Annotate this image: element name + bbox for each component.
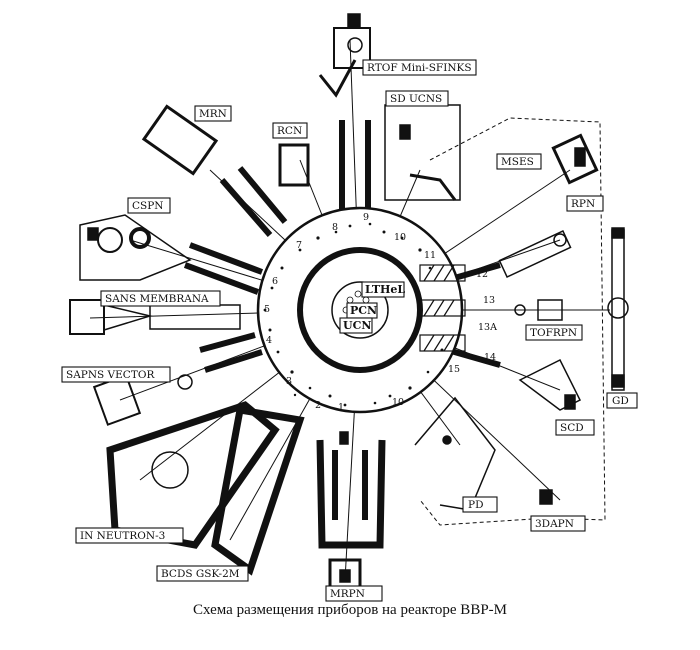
- label-sans-membrana: SANS MEMBRANA: [105, 293, 209, 305]
- mrn-label-box: [194, 105, 232, 122]
- large-shields: [106, 401, 386, 576]
- tofrpn-label-box: [525, 324, 583, 341]
- ucn-label-box: [339, 317, 373, 334]
- hatched-blocks: [419, 264, 466, 352]
- cspn-label-box: [127, 197, 171, 214]
- channel-number: 5: [264, 304, 270, 315]
- label-cspn: CSPN: [132, 200, 163, 212]
- lthel-label-box: [361, 281, 405, 298]
- rcn-label-box: [272, 122, 308, 139]
- label-rcn: RCN: [277, 125, 302, 137]
- channel-numbers: 1 2 3 4 5 6 7 8 9 10 10 11 12 13 13A 14 …: [264, 212, 497, 413]
- rpn-label-box: [566, 195, 604, 212]
- channel-number: 4: [266, 335, 272, 346]
- label-lthel: LTHeL: [365, 283, 405, 296]
- label-ucn: UCN: [343, 319, 371, 332]
- label-tofrpn: TOFRPN: [530, 327, 577, 339]
- concrete-stipple: [263, 222, 444, 407]
- label-bcds: BCDS GSK-2M: [161, 568, 240, 580]
- channel-number: 7: [296, 240, 302, 251]
- sapns-label-box: [61, 366, 171, 383]
- label-rpn: RPN: [571, 198, 595, 210]
- channel-number: 1: [338, 402, 344, 413]
- label-sapns-vector: SAPNS VECTOR: [66, 369, 155, 381]
- gd-label-box: [606, 392, 638, 409]
- instrument-shapes: [69, 13, 629, 590]
- core-labels: LTHeL PCN UCN: [339, 281, 405, 334]
- channel-number: 9: [363, 212, 369, 223]
- channel-number: 11: [424, 250, 436, 261]
- dashed-enclosure: [419, 117, 606, 526]
- channel-number: 10: [392, 397, 404, 408]
- label-mrn: MRN: [199, 108, 227, 120]
- instrument-labels: RTOF Mini-SFINKS SD UCNS MRN RCN MSES CS…: [61, 59, 638, 602]
- bcds-label-box: [156, 565, 249, 582]
- sd-ucns-label-box: [385, 90, 449, 107]
- label-in-neutron: IN NEUTRON-3: [80, 530, 165, 542]
- label-mrpn: MRPN: [330, 588, 365, 600]
- label-gd: GD: [612, 395, 629, 407]
- label-3dapn: 3DAPN: [535, 518, 574, 530]
- label-mses: MSES: [501, 156, 534, 168]
- label-rtof: RTOF Mini-SFINKS: [367, 62, 472, 74]
- label-sd-ucns: SD UCNS: [390, 93, 442, 105]
- channel-number: 10: [394, 232, 406, 243]
- channel-number: 13A: [478, 322, 497, 333]
- channel-number: 8: [332, 222, 338, 233]
- rtof-label-box: [362, 59, 477, 76]
- channel-number: 13: [483, 295, 495, 306]
- diagram-caption: Схема размещения приборов на реакторе ВВ…: [192, 602, 507, 618]
- pd-label-box: [462, 496, 498, 513]
- label-scd: SCD: [560, 422, 584, 434]
- scd-label-box: [555, 419, 595, 436]
- channel-number: 2: [315, 400, 321, 411]
- channel-number: 12: [476, 269, 488, 280]
- 3dapn-label-box: [530, 515, 586, 532]
- mrpn-label-box: [325, 585, 383, 602]
- channel-number: 14: [484, 352, 496, 363]
- mses-label-box: [496, 153, 542, 170]
- channel-number: 3: [286, 376, 292, 387]
- label-pd: PD: [468, 499, 483, 511]
- label-pcn: PCN: [350, 304, 377, 317]
- channel-number: 15: [448, 364, 460, 375]
- in-neutron-label-box: [75, 527, 184, 544]
- sans-label-box: [100, 290, 221, 307]
- channel-number: 6: [272, 276, 278, 287]
